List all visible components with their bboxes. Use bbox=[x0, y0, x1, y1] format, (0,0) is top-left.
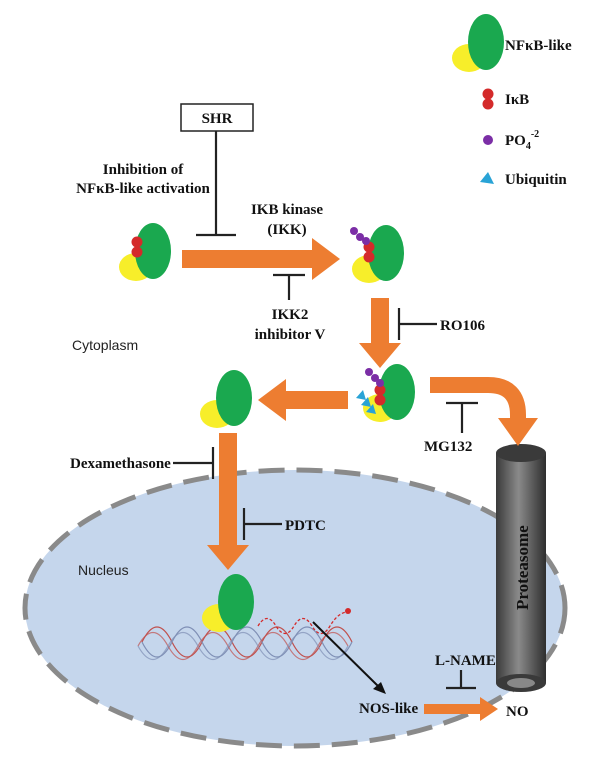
ikk2-inhibitor-label-line2: inhibitor V bbox=[255, 327, 326, 343]
ikk2-inhibitor-label-line1: IKK2 bbox=[272, 307, 309, 323]
legend: NFκB-like IκB PO4-2 Ubiquitin bbox=[452, 14, 572, 188]
nfkb-free-cytoplasm bbox=[200, 370, 252, 428]
legend-ubiquitin-icon bbox=[480, 172, 494, 184]
no-label: NO bbox=[506, 704, 529, 720]
legend-ikb-label: IκB bbox=[505, 92, 529, 108]
proteasome-arrow-head bbox=[498, 418, 538, 446]
nfkb-in-nucleus bbox=[202, 574, 254, 632]
pdtc-label: PDTC bbox=[285, 518, 326, 534]
ro106-label: RO106 bbox=[440, 318, 486, 334]
proteasome-cylinder: Proteasome bbox=[496, 444, 546, 692]
nucleus-label: Nucleus bbox=[78, 562, 129, 578]
shr-label: SHR bbox=[202, 111, 233, 127]
nfkb-ikb-ubiquitinated-complex bbox=[356, 364, 415, 422]
nos-like-label: NOS-like bbox=[359, 701, 419, 717]
translocation-arrow bbox=[207, 433, 249, 570]
ikk-label-line2: (IKK) bbox=[267, 222, 306, 238]
inhibition-label-line2: NFκB-like activation bbox=[76, 181, 210, 197]
legend-ikb-icon bbox=[482, 88, 494, 110]
release-arrow bbox=[258, 379, 348, 421]
no-production-arrow bbox=[424, 697, 498, 721]
nfkb-ikb-complex-inactive bbox=[119, 223, 171, 281]
legend-phosphate-icon bbox=[483, 135, 493, 145]
nucleus-region bbox=[22, 467, 568, 749]
ikk-activation-arrow bbox=[182, 238, 340, 280]
legend-ubiquitin-label: Ubiquitin bbox=[505, 172, 567, 188]
dexamethasone-label: Dexamethasone bbox=[70, 456, 171, 472]
cytoplasm-label: Cytoplasm bbox=[72, 337, 138, 353]
dna-strands bbox=[137, 626, 353, 661]
mrna-end bbox=[345, 608, 351, 614]
shr-box bbox=[180, 103, 254, 132]
inhibition-label-line1: Inhibition of bbox=[103, 162, 184, 178]
lname-label: L-NAME bbox=[435, 653, 496, 669]
transcription-arrow bbox=[312, 621, 381, 689]
proteasome-label: Proteasome bbox=[513, 525, 532, 610]
arrows bbox=[182, 238, 498, 721]
legend-nfkb-icon bbox=[452, 14, 504, 72]
transcription-arrow-head bbox=[373, 682, 386, 694]
ikk-label-line1: IKB kinase bbox=[251, 202, 323, 218]
mrna-strand bbox=[257, 611, 349, 635]
degradation-arrow bbox=[359, 298, 401, 368]
legend-nfkb-label: NFκB-like bbox=[505, 38, 572, 54]
legend-phosphate-label: PO4-2 bbox=[505, 129, 539, 152]
mg132-label: MG132 bbox=[424, 439, 472, 455]
proteasome-arrow bbox=[430, 377, 526, 422]
nfkb-ikb-phosphorylated-complex bbox=[350, 225, 404, 283]
inhibitors bbox=[173, 131, 478, 690]
